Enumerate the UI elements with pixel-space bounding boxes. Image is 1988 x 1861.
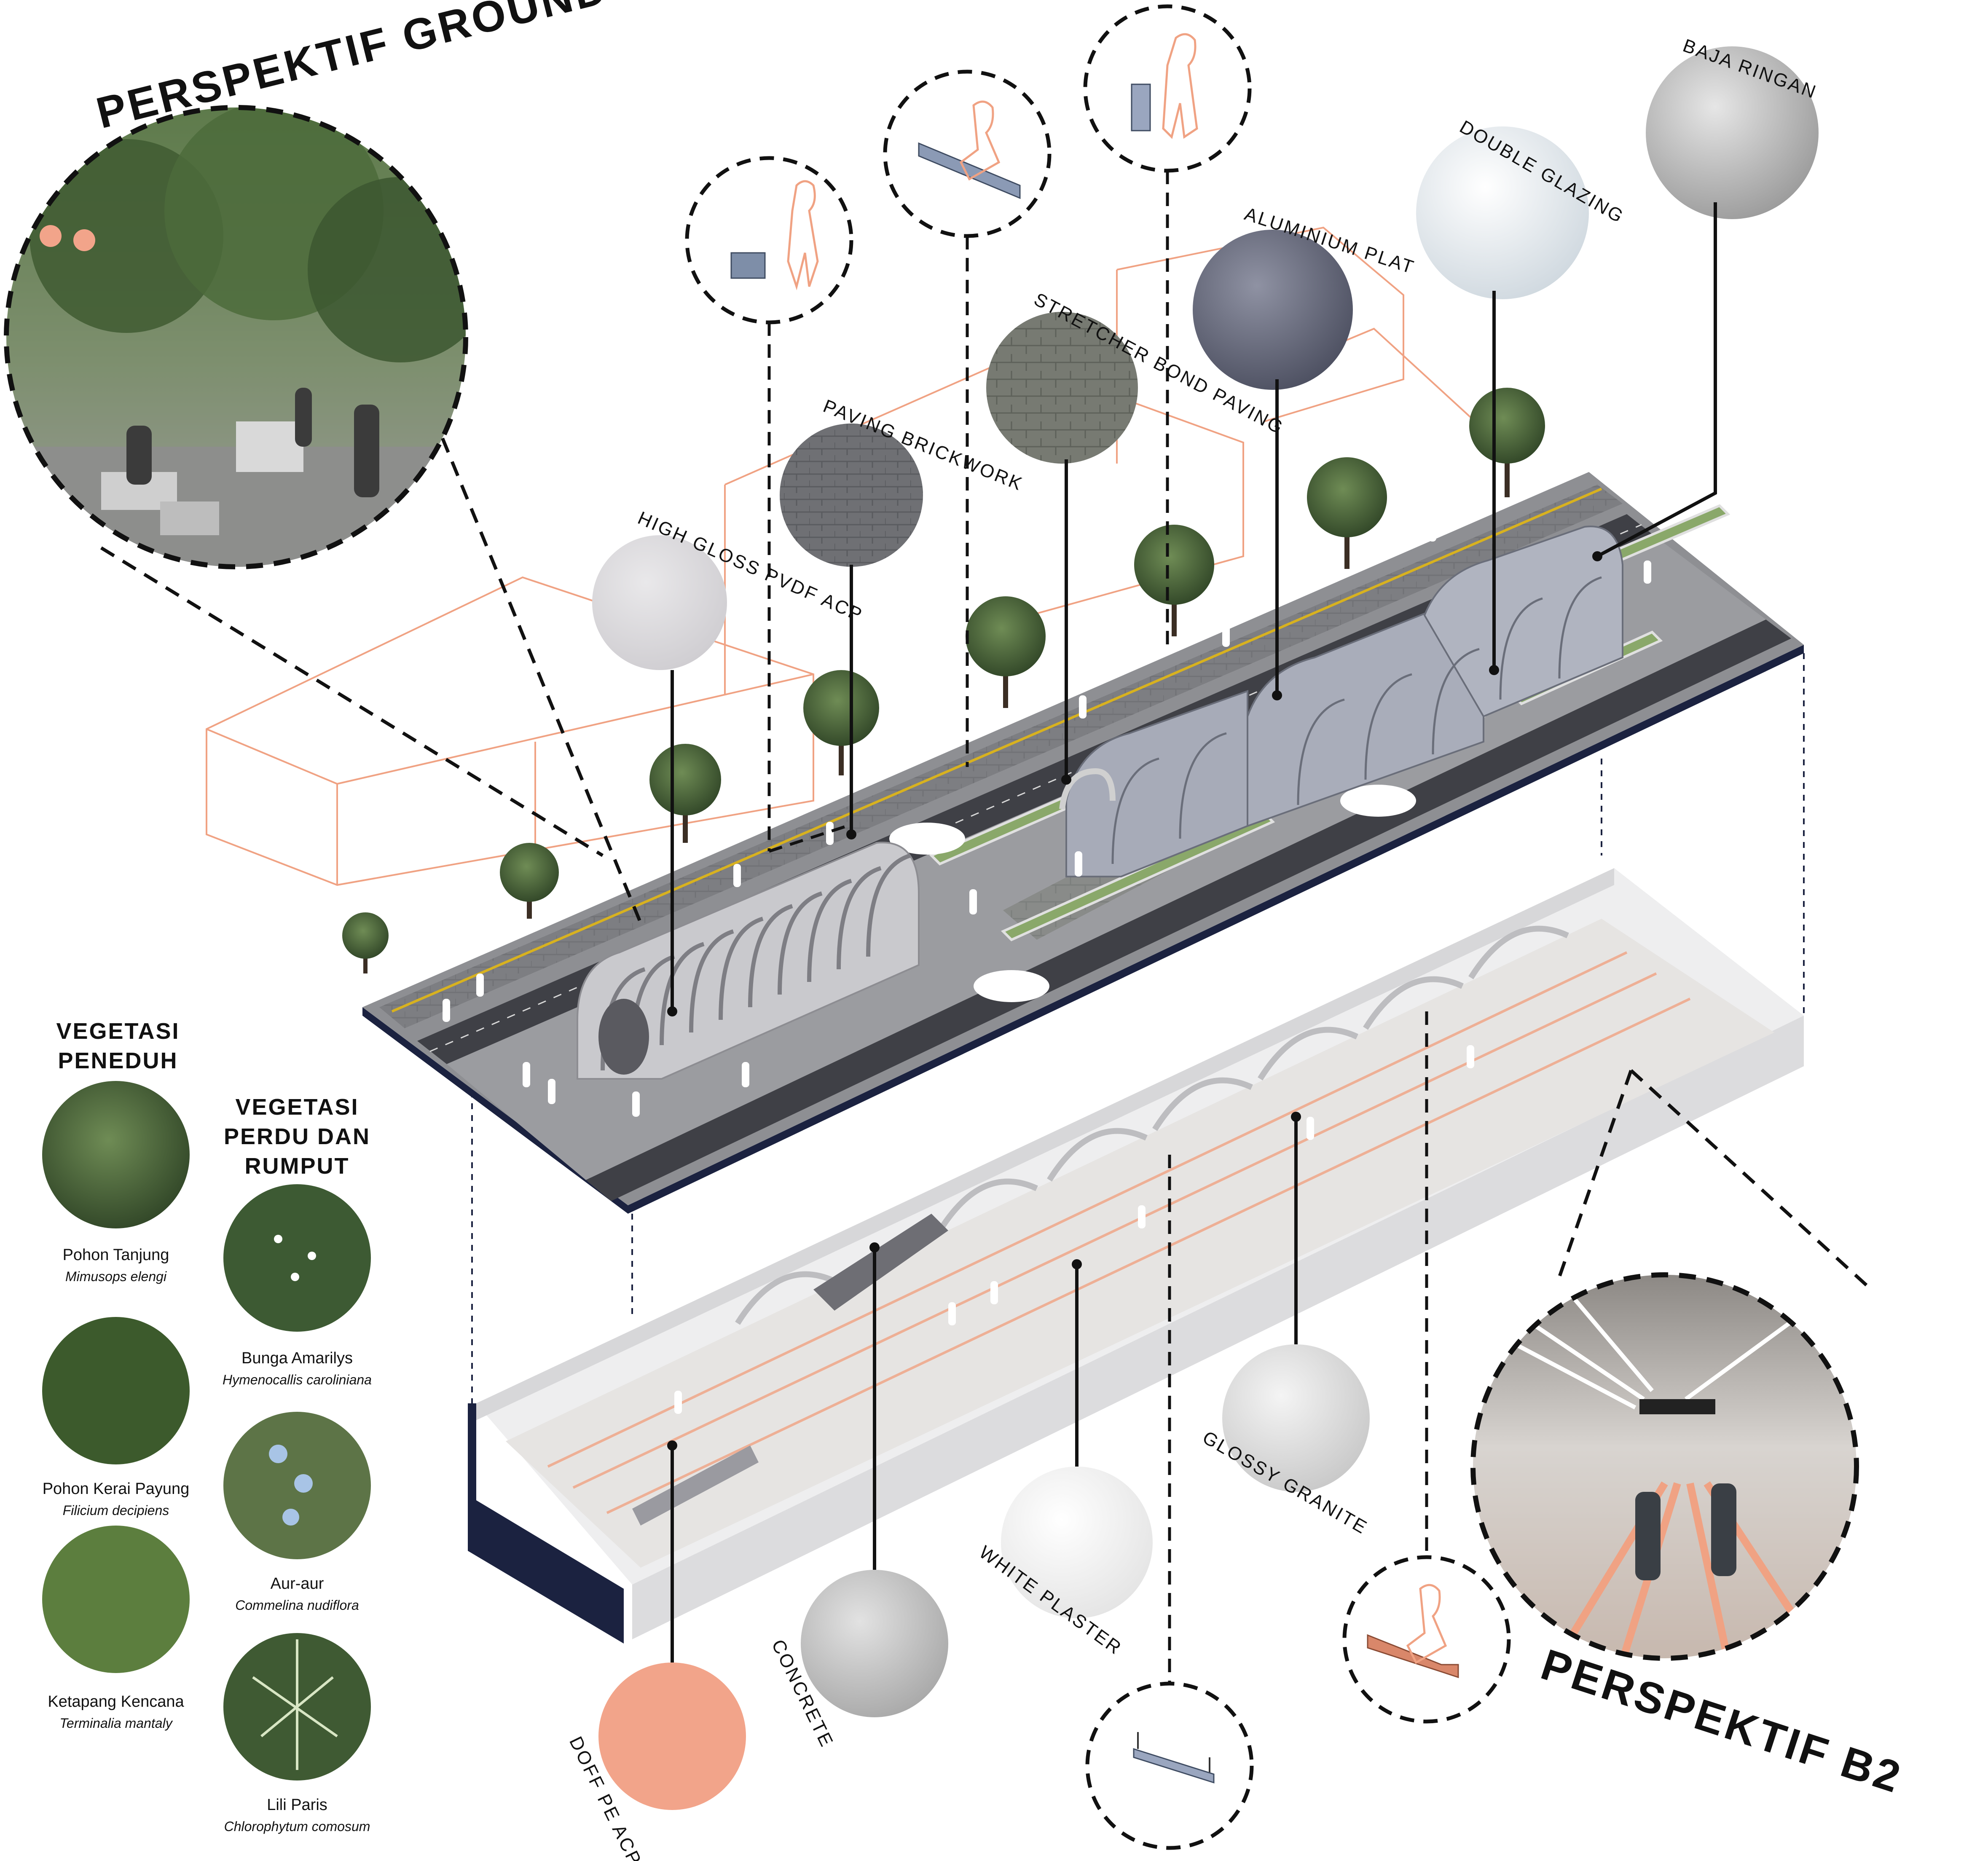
veg-perdu-heading-1: VEGETASI [235,1094,359,1120]
ground-view-leader-1 [441,437,642,924]
veg-latin: Mimusops elengi [65,1269,167,1284]
sitting-bench-icon [883,70,1052,238]
veg-latin: Commelina nudiflora [235,1598,359,1613]
tree [1134,525,1214,636]
swatch-double-glazing [1416,126,1589,299]
veg-latin: Terminalia mantaly [59,1716,173,1731]
leader-baja-ringan [1596,202,1717,558]
veg-latin: Hymenocallis caroliniana [223,1372,372,1387]
tree [500,843,559,919]
entrance-canopy-ribbed [577,842,920,1080]
veg-name: Pohon Kerai Payung [43,1480,190,1498]
swatch-glossy-granite [1222,1344,1370,1492]
veg-name: Ketapang Kencana [48,1693,184,1711]
veg-latin: Chlorophytum comosum [224,1819,370,1834]
perspektif-b2-title: PERSPEKTIF B2 [1535,1640,1908,1803]
pedestrian-silhouettes [443,518,1651,1117]
vegetation-legend: VEGETASI PENEDUH VEGETASI PERDU DAN RUMP… [42,1019,372,1834]
veg-latin: Filicium decipiens [63,1503,169,1518]
drinking-fountain-icon [1083,4,1252,173]
veg-item-pohon-tanjung: Pohon Tanjung Mimusops elengi [42,1081,190,1284]
b2-view-leader-1 [1558,1070,1633,1278]
tree [1307,457,1387,569]
orange-bench-icon [1342,1555,1511,1724]
perspektif-ground-view: PERSPEKTIF GROUND [4,0,613,569]
swatch-baja-ringan [1646,46,1819,219]
veg-item-ketapang-kencana: Ketapang Kencana Terminalia mantaly [42,1526,190,1731]
veg-name: Aur-aur [271,1575,324,1593]
veg-name: Lili Paris [267,1796,327,1814]
street-trees [342,388,1545,973]
b2-view-leader-2 [1630,1069,1873,1291]
perspektif-b2-view: PERSPEKTIF B2 [1470,1272,1908,1803]
perspektif-ground-title: PERSPEKTIF GROUND [92,0,613,138]
station-canopy-glass [1059,526,1623,877]
veg-perdu-heading-2: PERDU DAN [224,1124,370,1149]
tree [1469,388,1545,497]
veg-peneduh-heading-2: PENEDUH [58,1048,178,1073]
tree [966,596,1046,708]
bench-person-icon [685,156,853,324]
material-callouts: BAJA RINGAN DOUBLE GLAZING ALUMINIUM PLA… [592,35,1820,1016]
swatch-high-gloss-pvdf-acp [592,535,727,670]
swatch-paving-brickwork [780,424,923,567]
veg-item-lili-paris: Lili Paris Chlorophytum comosum [223,1633,371,1834]
level-connector-lines [471,653,1805,1403]
tree [803,670,879,775]
ceiling-light-icon [1085,1681,1254,1850]
tree [342,912,389,973]
tree [649,744,721,843]
veg-item-aur-aur: Aur-aur Commelina nudiflora [223,1412,371,1613]
veg-item-bunga-amarilys: Bunga Amarilys Hymenocallis caroliniana [223,1184,372,1387]
veg-perdu-heading-3: RUMPUT [245,1153,350,1179]
swatch-aluminium-plat [1193,230,1353,390]
ground-view-leader-2 [100,546,604,857]
veg-name: Bunga Amarilys [241,1349,353,1367]
veg-name: Pohon Tanjung [63,1246,169,1264]
swatch-concrete [801,1570,948,1717]
b2-underground-level [468,868,1804,1644]
furniture-callouts [685,4,1252,853]
veg-peneduh-heading-1: VEGETASI [56,1019,180,1044]
swatch-doff-pe-acp [598,1663,746,1810]
swatch-white-plaster [1001,1467,1153,1618]
veg-item-pohon-kerai-payung: Pohon Kerai Payung Filicium decipiens [42,1317,190,1518]
swatch-stretcher-bond-paving [986,312,1138,464]
